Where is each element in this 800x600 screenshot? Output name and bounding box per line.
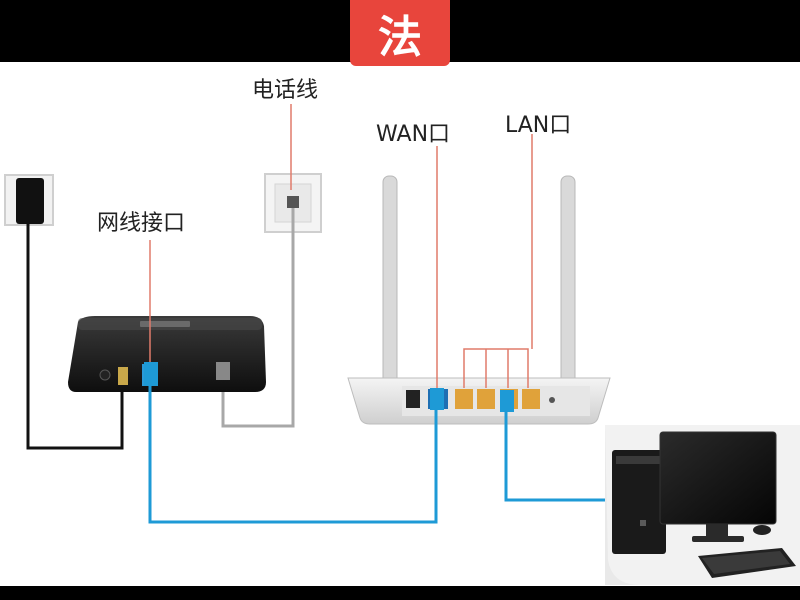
network-port-label: 网线接口 (97, 211, 186, 236)
network-cable-modem-to-wan (148, 386, 438, 524)
computer (605, 425, 800, 585)
router-antenna-left (382, 175, 398, 387)
network-cable-lan-to-computer (504, 400, 612, 502)
lan-port-label: LAN口 (505, 113, 572, 138)
modem (68, 316, 266, 392)
wall-power-socket (4, 174, 54, 226)
bottom-black-bar (0, 586, 800, 600)
phone-cable (221, 208, 295, 428)
wireless-router (347, 377, 611, 425)
wan-port-label: WAN口 (376, 122, 451, 147)
red-character-badge: 法 (350, 0, 450, 66)
lan-ports-bracket (463, 348, 529, 388)
phone-line-label: 电话线 (252, 78, 319, 103)
power-cable (26, 222, 124, 450)
router-antenna-right (560, 175, 576, 387)
